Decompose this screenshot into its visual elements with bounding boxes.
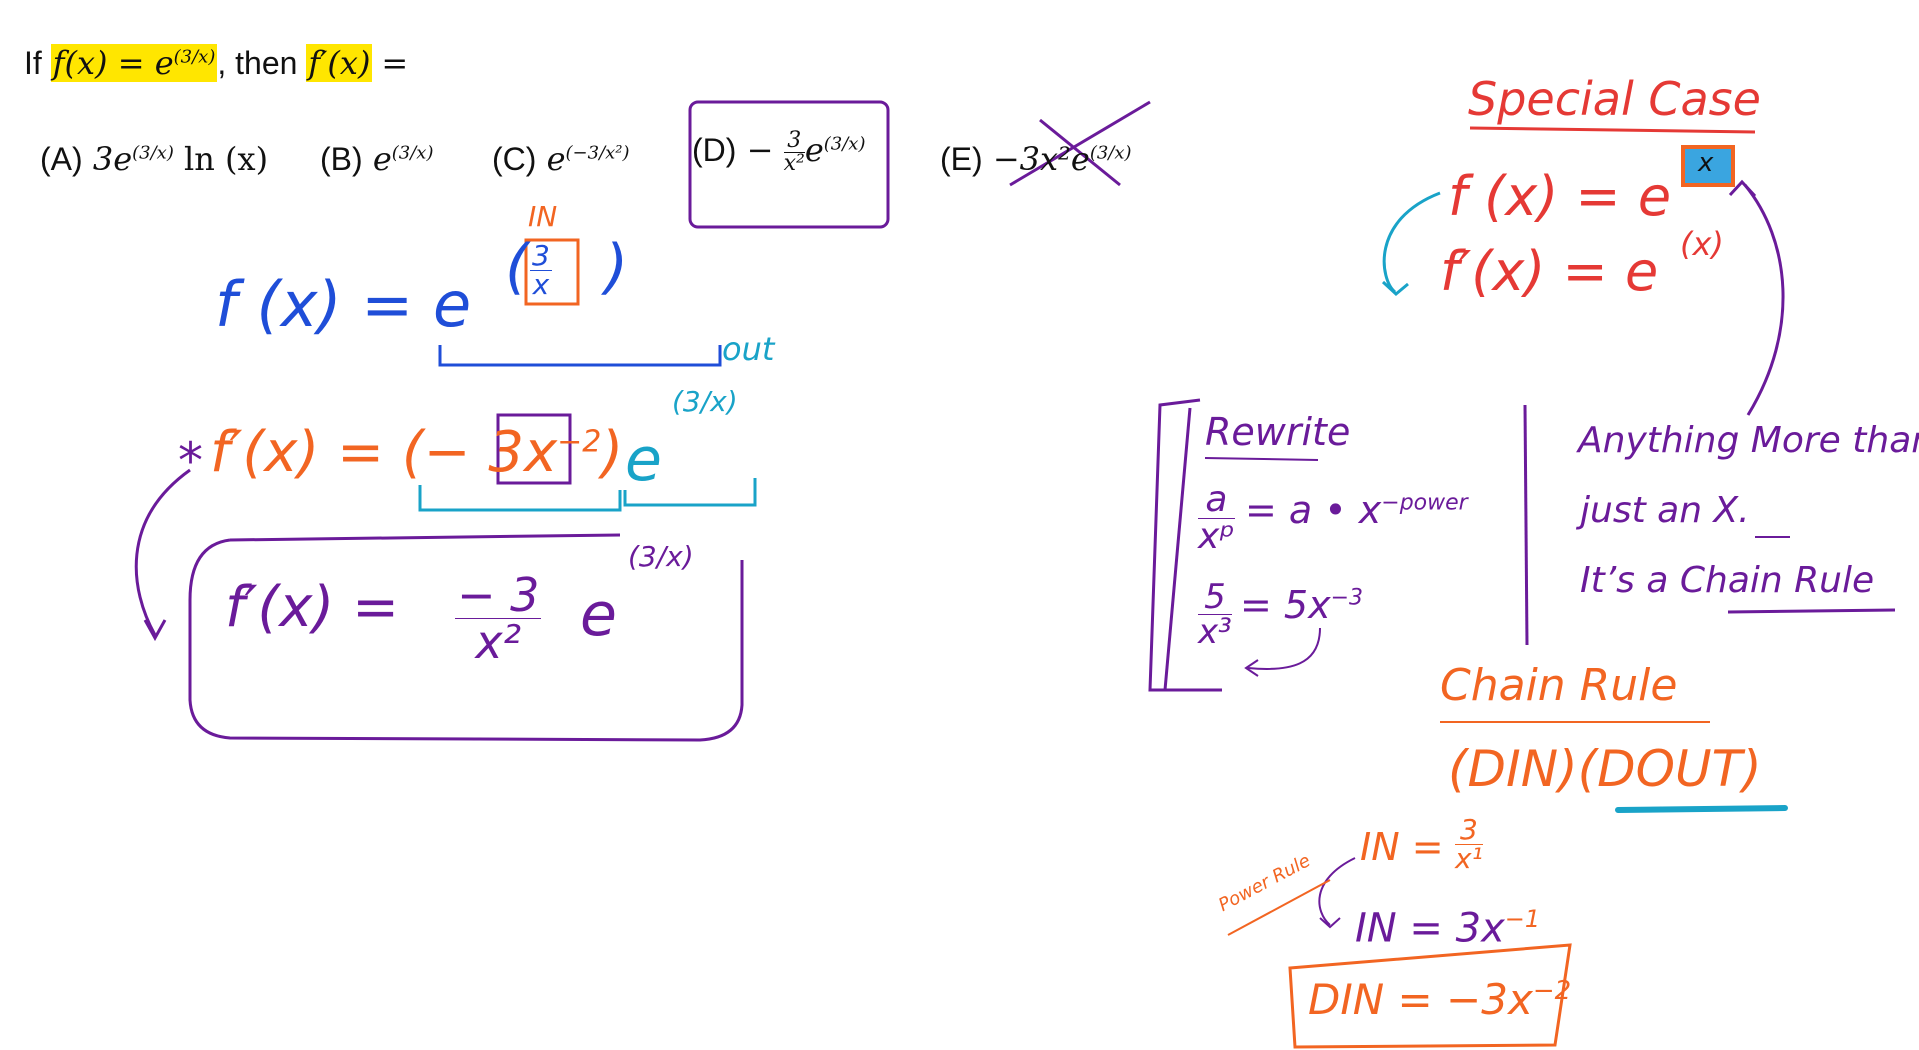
anything-line3: It’s a Chain Rule bbox=[1580, 560, 1875, 601]
special-arrow bbox=[1382, 191, 1441, 294]
rewrite-title: Rewrite bbox=[1205, 410, 1351, 454]
chain-din-line: DIN = −3x−2 bbox=[1308, 975, 1572, 1024]
question-fx: f(x) = e(3/x) bbox=[50, 44, 218, 82]
question-fx-exponent: (3/x) bbox=[173, 46, 216, 68]
choice-c: (C) e(−3/x²) bbox=[492, 140, 630, 178]
power-box bbox=[496, 413, 572, 485]
divider bbox=[1523, 404, 1529, 646]
choice-d-exponent: (3/x) bbox=[823, 133, 866, 155]
rewrite-rule-rhs: = a • x−power bbox=[1245, 488, 1468, 532]
special-case-line2: f′(x) = e bbox=[1440, 240, 1659, 303]
chain-rule-formula: (DIN)(DOUT) bbox=[1448, 740, 1762, 798]
chain-rule-title: Chain Rule bbox=[1440, 660, 1678, 711]
choice-b-label: (B) bbox=[320, 141, 363, 177]
anything-line2: just an X. bbox=[1580, 490, 1750, 531]
crossout-line-1 bbox=[1039, 118, 1121, 187]
choice-a-label: (A) bbox=[40, 141, 83, 177]
question-then: , then bbox=[217, 45, 298, 81]
out-label: out bbox=[722, 330, 775, 368]
choice-c-label: (C) bbox=[492, 141, 537, 177]
final-exponent: (3/x) bbox=[628, 540, 694, 573]
fx-exp-parens: ( ) bbox=[505, 232, 629, 302]
star-mark: * bbox=[178, 432, 203, 490]
choice-e-label: (E) bbox=[940, 141, 983, 177]
x-exponent-box bbox=[1681, 145, 1735, 187]
choice-a-tail: ln (x) bbox=[184, 140, 269, 178]
in-box bbox=[524, 238, 580, 306]
in-label: IN bbox=[528, 200, 558, 233]
choice-e-exponent: (3/x) bbox=[1089, 142, 1132, 164]
choice-a-expr: 3e bbox=[92, 140, 133, 178]
special-case-title: Special Case bbox=[1468, 72, 1761, 126]
fpx-exponent: (3/x) bbox=[672, 385, 738, 418]
special-case-line2-exponent: (x) bbox=[1680, 225, 1724, 263]
din-box bbox=[1288, 943, 1572, 1049]
choice-e: (E) −3x²e(3/x) bbox=[940, 140, 1132, 178]
rewrite-example-rhs: = 5x−3 bbox=[1240, 583, 1364, 627]
final-e: e bbox=[580, 580, 617, 650]
choice-d-expr: e bbox=[804, 131, 824, 169]
answer-box-d bbox=[688, 100, 890, 229]
question-equals: = bbox=[381, 44, 409, 82]
rewrite-bracket bbox=[1148, 398, 1222, 692]
special-case-line1: f (x) = e bbox=[1448, 165, 1672, 228]
final-box bbox=[188, 538, 744, 742]
anything-arrow bbox=[1743, 184, 1785, 416]
special-case-line1-exponent: x bbox=[1698, 148, 1714, 178]
choice-a: (A) 3e(3/x) ln (x) bbox=[40, 140, 268, 178]
choice-d-label: (D) bbox=[692, 132, 737, 168]
fx-line: f (x) = e bbox=[215, 268, 472, 341]
choice-c-exponent: (−3/x²) bbox=[565, 142, 630, 164]
choice-b-exponent: (3/x) bbox=[391, 142, 434, 164]
out-bracket bbox=[438, 345, 722, 367]
chain-in-line2: IN = 3x−1 bbox=[1355, 905, 1541, 952]
choice-e-expr: −3x²e bbox=[992, 140, 1090, 178]
choice-b-expr: e bbox=[372, 140, 392, 178]
crossout-line-2 bbox=[1009, 100, 1151, 187]
choice-c-expr: e bbox=[546, 140, 566, 178]
dout-bracket bbox=[623, 478, 757, 507]
anything-line1: Anything More than bbox=[1578, 420, 1919, 461]
special-underline bbox=[1469, 126, 1756, 134]
fpx-e: e bbox=[625, 425, 662, 495]
choice-b: (B) e(3/x) bbox=[320, 140, 433, 178]
choice-a-exponent: (3/x) bbox=[132, 142, 174, 164]
fpx-line: f′(x) = (− 3x−2) bbox=[210, 420, 624, 485]
question-fpx: f′(x) bbox=[306, 44, 373, 82]
down-arrow bbox=[134, 468, 191, 636]
chain-in-line1: IN = bbox=[1360, 825, 1444, 869]
din-bracket bbox=[418, 485, 622, 512]
final-line: f′(x) = bbox=[225, 575, 399, 640]
choice-d-sign: − bbox=[746, 131, 774, 169]
question-lead: If bbox=[24, 45, 42, 81]
question-line: If f(x) = e(3/x), then f′(x) = bbox=[24, 44, 408, 82]
